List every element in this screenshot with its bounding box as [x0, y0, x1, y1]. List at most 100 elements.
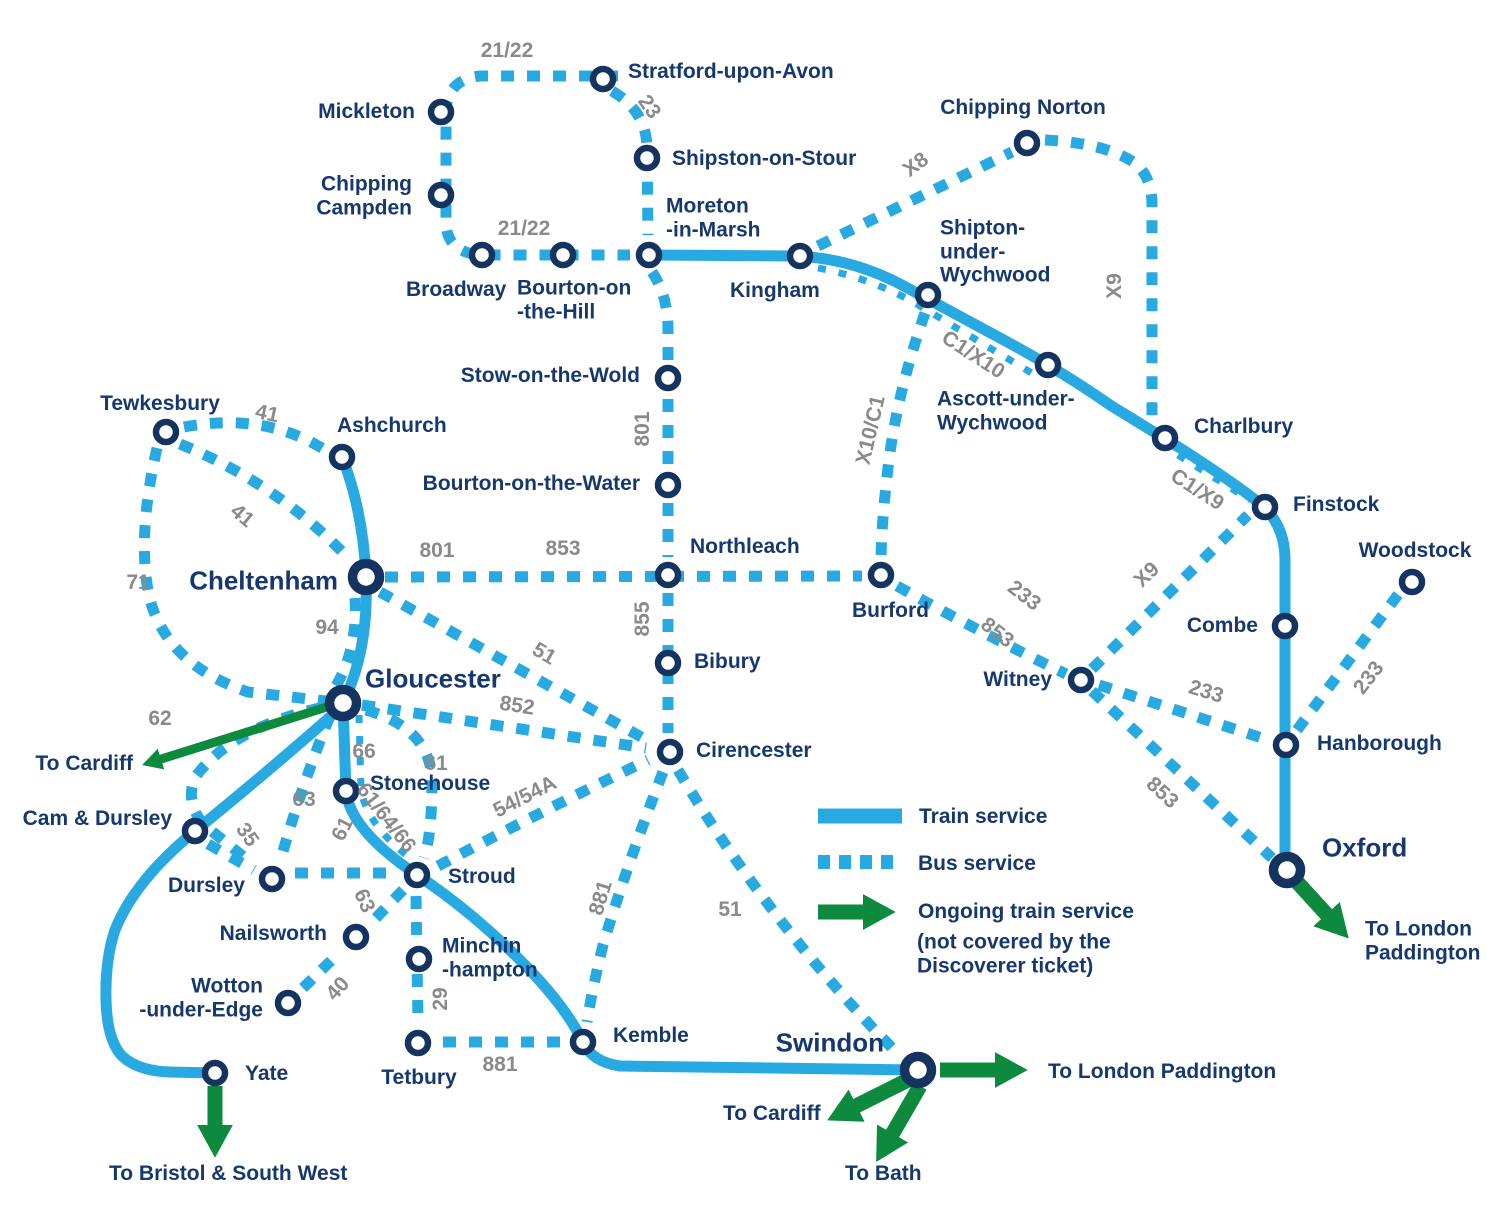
station-finstock [1251, 493, 1279, 521]
station-gloucester [324, 684, 362, 722]
legend-label-bus-service: Bus service [918, 852, 1036, 876]
station-wotton-under-edge [274, 989, 302, 1017]
station-combe [1271, 612, 1299, 640]
bus-63-gloucester-dursley [274, 713, 336, 864]
station-label-yate: Yate [245, 1062, 289, 1086]
bus-35-cam-dursley [205, 839, 257, 875]
station-label-tetbury: Tetbury [381, 1066, 457, 1090]
station-label-burford: Burford [852, 599, 929, 623]
station-label-chipping-norton: Chipping Norton [940, 96, 1106, 120]
bus-801-moreton-northleach [647, 268, 674, 557]
station-label-chipping-campden: Chipping Campden [316, 172, 412, 219]
station-label-gloucester: Gloucester [365, 663, 501, 694]
route-label-61-east: 61 [424, 752, 448, 776]
route-label-62: 62 [148, 707, 172, 731]
station-label-minchinhampton: Minchin -hampton [442, 934, 538, 981]
station-label-hanborough: Hanborough [1317, 732, 1442, 756]
route-label-94: 94 [315, 616, 339, 640]
station-label-bourton-on-the-hill: Bourton-on -the-Hill [517, 276, 632, 323]
route-label-63-upper: 63 [292, 788, 316, 812]
station-label-finstock: Finstock [1293, 493, 1380, 517]
stations [152, 65, 1426, 1089]
station-kemble [569, 1028, 597, 1056]
destination-label-london-paddington-swindon: To London Paddington [1048, 1060, 1277, 1084]
bus-routes [138, 70, 1405, 1060]
station-label-nailsworth: Nailsworth [219, 922, 327, 946]
station-stratford-upon-avon [589, 65, 617, 93]
station-label-shipton-under-wychwood: Shipton- under- Wychwood [940, 216, 1051, 287]
destination-label-london-paddington-oxford: To London Paddington [1365, 917, 1481, 964]
station-nailsworth [342, 923, 370, 951]
route-label-29: 29 [429, 987, 453, 1011]
station-label-woodstock: Woodstock [1358, 539, 1472, 563]
bus-233-hanborough-woodstock [1292, 588, 1405, 734]
legend-samples [818, 808, 902, 930]
bus-21-22-loop [440, 70, 630, 261]
station-label-cam-and-dursley: Cam & Dursley [22, 807, 172, 831]
route-label-51-south: 51 [718, 898, 742, 922]
route-label-801-horizontal: 801 [419, 539, 455, 563]
station-label-combe: Combe [1186, 614, 1258, 638]
station-label-broadway: Broadway [406, 278, 507, 302]
bus-61-64-66-parallel [355, 714, 413, 861]
station-shipton-under-wychwood [914, 281, 942, 309]
station-label-ashchurch: Ashchurch [337, 414, 447, 438]
station-shipston-on-stour [633, 144, 661, 172]
station-label-dursley: Dursley [167, 874, 245, 898]
station-swindon [899, 1051, 937, 1089]
station-label-oxford: Oxford [1322, 832, 1408, 863]
bus-881-cirencester-kemble [581, 770, 669, 1023]
legend-label-ongoing-train-service: Ongoing train service [918, 900, 1134, 924]
station-cheltenham [347, 558, 385, 596]
station-tewkesbury [152, 418, 180, 446]
station-burford [867, 561, 895, 589]
green-arrows [142, 701, 1349, 1163]
route-label-21-22-south: 21/22 [497, 217, 551, 241]
station-bibury [654, 649, 682, 677]
bus-54-54a-stroud-cirencester [435, 755, 651, 871]
bus-x10-c1 [875, 311, 931, 558]
station-label-cheltenham: Cheltenham [189, 565, 338, 596]
bus-71-tewkesbury-gloucester [138, 446, 327, 707]
station-charlbury [1151, 424, 1179, 452]
bus-x9-north [1044, 134, 1158, 420]
destination-label-bath: To Bath [845, 1162, 922, 1186]
station-stow-on-the-wold [654, 364, 682, 392]
legend-label-ongoing-note: (not covered by the Discoverer ticket) [917, 930, 1111, 977]
station-label-kingham: Kingham [730, 279, 820, 303]
station-label-wotton-under-edge: Wotton -under-Edge [139, 974, 263, 1021]
bus-x8 [815, 147, 1015, 251]
bus-41-tewkesbury-cheltenham [177, 438, 355, 564]
bus-parallel-to-rail [355, 264, 1252, 861]
station-witney [1067, 666, 1095, 694]
station-chipping-norton [1013, 129, 1041, 157]
bus-233-witney-hanborough [1097, 679, 1270, 746]
destination-label-cardiff-gloucester: To Cardiff [35, 752, 133, 776]
bus-23 [609, 86, 654, 236]
route-label-41-north: 41 [253, 399, 281, 428]
station-label-cirencester: Cirencester [696, 739, 812, 763]
station-label-stroud: Stroud [448, 865, 516, 889]
bus-852-gloucester-cirencester [361, 699, 647, 754]
arrow-swindon-cardiff [827, 1073, 912, 1122]
arrow-oxford-london [1291, 876, 1349, 939]
bus-801-853-cheltenham-burford [384, 570, 863, 583]
station-cam-and-dursley [181, 817, 209, 845]
rail-gloucester-yate [100, 704, 344, 1079]
station-broadway [468, 241, 496, 269]
station-label-ascott-under-wychwood: Ascott-under- Wychwood [937, 387, 1075, 434]
station-label-tewkesbury: Tewkesbury [100, 392, 220, 416]
destination-label-bristol-south-west: To Bristol & South West [109, 1162, 348, 1186]
station-stroud [403, 861, 431, 889]
station-moreton-in-marsh [635, 241, 663, 269]
station-label-bourton-on-the-water: Bourton-on-the-Water [422, 472, 640, 496]
station-chipping-campden [427, 181, 455, 209]
station-label-swindon: Swindon [775, 1027, 884, 1058]
arrow-gloucester-cardiff [142, 701, 332, 770]
station-bourton-on-the-hill [549, 241, 577, 269]
bus-233-853-burford-witney [894, 581, 1069, 679]
station-label-stonehouse: Stonehouse [370, 772, 491, 796]
route-label-71: 71 [126, 571, 150, 595]
